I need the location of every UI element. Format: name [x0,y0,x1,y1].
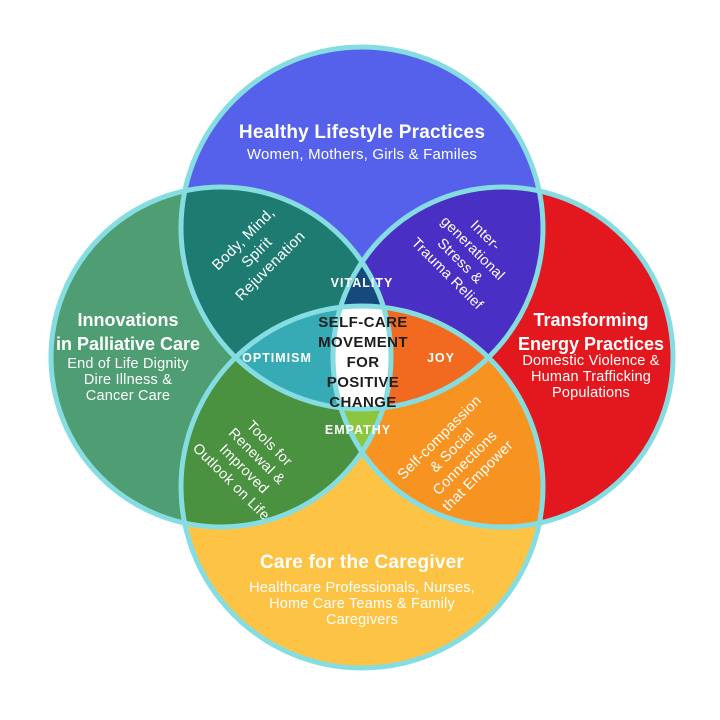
outline-top-circle [178,44,546,412]
circle-outlines [48,44,676,671]
outline-right-circle [330,184,676,530]
outline-left-circle [48,184,394,530]
outline-bottom-circle [178,303,546,671]
